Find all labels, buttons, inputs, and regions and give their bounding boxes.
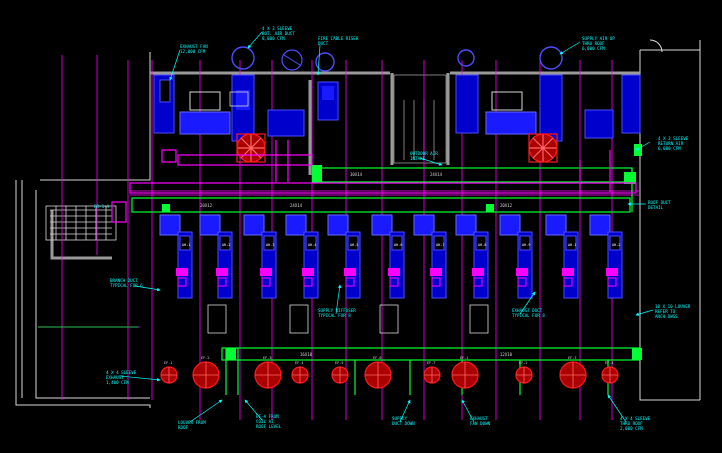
ahu-unit: AH-2 bbox=[199, 214, 233, 299]
exhaust-fan: EF-5 bbox=[331, 361, 349, 384]
ahu-unit: AH-6 bbox=[371, 214, 405, 299]
duct-size-label: 12X10 bbox=[500, 352, 513, 357]
ahu-unit: AH-2 bbox=[589, 214, 623, 299]
unit-tag: AH-6 bbox=[394, 243, 402, 247]
exhaust-fan: EF-3 bbox=[254, 356, 282, 389]
fan-top-right bbox=[528, 133, 558, 163]
fan-tag: EF-2 bbox=[201, 356, 209, 360]
fan-tag: EF-6 bbox=[373, 356, 381, 360]
exhaust-fan: EF-2 bbox=[515, 361, 533, 384]
ahu-unit: AH-7 bbox=[413, 214, 447, 299]
unit-tag: AH-7 bbox=[436, 243, 444, 247]
leader-lines bbox=[119, 31, 654, 423]
top-left-equipment bbox=[153, 46, 339, 142]
unit-tag: AH-3 bbox=[266, 243, 274, 247]
unit-bank: AH-1 AH-2 AH-3 AH-4 AH-5 AH-6 AH-7 AH-8 AH-9 AH-1… bbox=[159, 214, 623, 299]
ahu-unit: AH-4 bbox=[285, 214, 319, 299]
ahu-unit: AH-8 bbox=[455, 214, 489, 299]
ahu-unit: AH-1 bbox=[545, 214, 579, 299]
ahu-unit: AH-5 bbox=[327, 214, 361, 299]
exhaust-fan: EF-4 bbox=[601, 361, 619, 384]
fan-tag: EF-4 bbox=[295, 361, 303, 365]
gray-walls bbox=[50, 71, 640, 260]
duct-size-label: 20X12 bbox=[200, 203, 213, 208]
ahu-unit: AH-3 bbox=[243, 214, 277, 299]
unit-tag: AH-8 bbox=[478, 243, 486, 247]
duct-size-label: 24X14 bbox=[430, 172, 443, 177]
fan-tag: EF-4 bbox=[605, 361, 613, 365]
ahu-unit: AH-9 bbox=[499, 214, 533, 299]
duct-size-labels: 20X12 24X14 30X14 24X14 20X12 16X10 12X10 bbox=[200, 172, 513, 357]
unit-tag: AH-2 bbox=[612, 243, 620, 247]
note-left-fr: FR-1-A bbox=[94, 204, 110, 209]
fan-tag: EF-2 bbox=[519, 361, 527, 365]
exhaust-fan: EF-3 bbox=[559, 356, 587, 389]
unit-tag: AH-4 bbox=[308, 243, 316, 247]
magenta-ducts bbox=[111, 140, 637, 223]
unit-tag: AH-2 bbox=[222, 243, 230, 247]
duct-size-label: 16X10 bbox=[300, 352, 313, 357]
exhaust-fan: EF-1 bbox=[451, 356, 479, 389]
duct-size-label: 24X14 bbox=[290, 203, 303, 208]
unit-tag: AH-1 bbox=[182, 243, 190, 247]
exhaust-fan: EF-7 bbox=[423, 361, 441, 384]
fan-tag: EF-7 bbox=[427, 361, 435, 365]
fan-tag: EF-3 bbox=[568, 356, 576, 360]
unit-tag: AH-1 bbox=[568, 243, 576, 247]
exhaust-fan: EF-1 bbox=[160, 361, 178, 384]
exhaust-fan: EF-4 bbox=[291, 361, 309, 384]
fan-top-left bbox=[236, 133, 266, 163]
stair-area bbox=[45, 74, 447, 241]
building-walls bbox=[15, 39, 701, 408]
unit-tag: AH-5 bbox=[350, 243, 358, 247]
shafts bbox=[207, 91, 489, 334]
exhaust-fan: EF-2 bbox=[192, 356, 220, 389]
fan-tag: EF-5 bbox=[335, 361, 343, 365]
unit-tag: AH-9 bbox=[522, 243, 530, 247]
ahu-unit: AH-1 bbox=[159, 214, 193, 299]
exhaust-fan: EF-6 bbox=[364, 356, 392, 389]
fan-tag: EF-1 bbox=[164, 361, 172, 365]
fan-tag: EF-3 bbox=[263, 356, 271, 360]
top-right-equipment bbox=[455, 46, 641, 142]
duct-size-label: 30X14 bbox=[350, 172, 363, 177]
duct-size-label: 20X12 bbox=[500, 203, 513, 208]
fan-tag: EF-1 bbox=[460, 356, 468, 360]
